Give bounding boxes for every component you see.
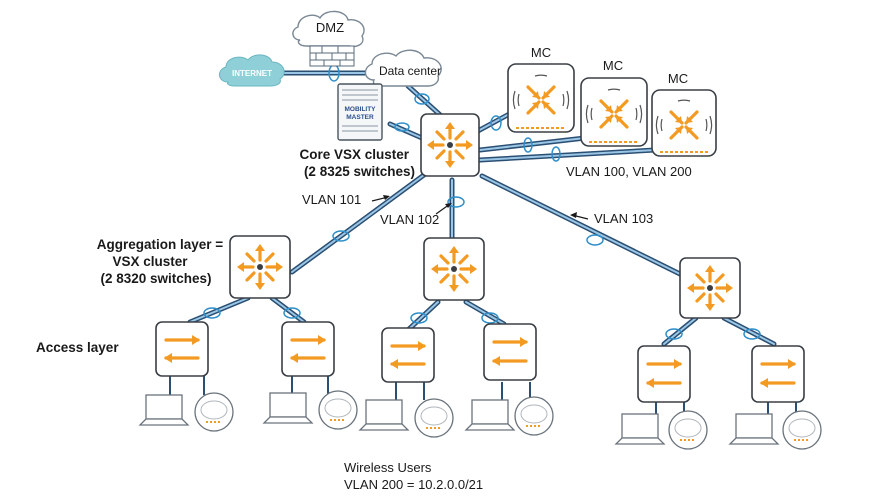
aggregation-label-line1: Aggregation layer =: [97, 237, 224, 252]
vlan103-arrow: [570, 212, 589, 220]
internet-label: INTERNET: [232, 69, 272, 78]
mobility-master-server: MOBILITY MASTER: [337, 83, 383, 141]
link-agg-mid-access4: [463, 299, 507, 327]
access-switch-5: [637, 345, 691, 403]
mc-controller-1: [507, 63, 575, 133]
access-point-icon: [414, 398, 454, 438]
access-switch-6: [751, 345, 805, 403]
mobility-master-label-line2: MASTER: [346, 114, 374, 121]
core-switch: [420, 113, 480, 177]
data-center-cloud: Data center: [364, 49, 442, 87]
vlan103-label: VLAN 103: [594, 211, 653, 226]
dmz-cloud: DMZ: [292, 10, 365, 48]
laptop-icon: [464, 399, 516, 431]
aggregation-switch-middle: [423, 237, 485, 301]
link-core-agg-left: [289, 169, 431, 275]
laptop-icon: [262, 392, 314, 424]
vlan102-arrow: [435, 203, 452, 215]
access-point-icon: [194, 392, 234, 432]
link-agg-mid-access3: [405, 299, 441, 333]
mc-controller-3: [651, 89, 717, 157]
aggregation-label-line3: (2 8320 switches): [100, 271, 211, 286]
laptop-icon: [614, 413, 666, 445]
core-label-line2: (2 8325 switches): [304, 164, 415, 179]
vlan102-label: VLAN 102: [380, 212, 439, 227]
access-switch-4: [483, 323, 537, 381]
link-agg-right-access6: [721, 315, 777, 347]
core-label-line1: Core VSX cluster: [299, 147, 409, 162]
laptop-icon: [358, 399, 410, 431]
dmz-label: DMZ: [316, 20, 344, 35]
link-core-mc1: [473, 109, 516, 135]
vlan101-label: VLAN 101: [302, 192, 361, 207]
laptop-icon: [138, 394, 190, 426]
link-core-mc3: [477, 147, 658, 163]
access-switch-2: [281, 321, 335, 377]
mobility-master-label-line1: MOBILITY: [344, 106, 376, 113]
laptop-icon: [728, 413, 780, 445]
access-switch-3: [381, 327, 435, 383]
link-agg-left-access2: [269, 295, 307, 325]
aggregation-switch-right: [679, 257, 741, 319]
mc-controller-2: [580, 77, 648, 147]
aggregation-switch-left: [229, 235, 291, 299]
aggregation-label-line2: VSX cluster: [112, 254, 188, 269]
link-core-agg-right: [479, 173, 683, 277]
dmz-firewall-icon: [309, 45, 355, 67]
links: [169, 64, 797, 414]
access-switch-1: [155, 321, 209, 377]
access-point-icon: [668, 410, 708, 450]
mc3-label: MC: [668, 71, 688, 86]
core-router-icon: [427, 122, 473, 168]
wireless-users-label-line2: VLAN 200 = 10.2.0.0/21: [344, 477, 483, 492]
vlan-mc-label: VLAN 100, VLAN 200: [566, 164, 692, 179]
vlan101-arrow: [371, 195, 390, 202]
mc2-label: MC: [603, 58, 623, 73]
access-point-icon: [318, 390, 358, 430]
wireless-users-label-line1: Wireless Users: [344, 460, 432, 475]
data-center-label: Data center: [379, 64, 441, 78]
link-rings: [203, 64, 761, 340]
internet-cloud: INTERNET: [219, 54, 285, 87]
access-layer-label: Access layer: [36, 340, 119, 355]
access-point-icon: [514, 396, 554, 436]
mc1-label: MC: [531, 45, 551, 60]
access-point-icon: [782, 410, 822, 450]
